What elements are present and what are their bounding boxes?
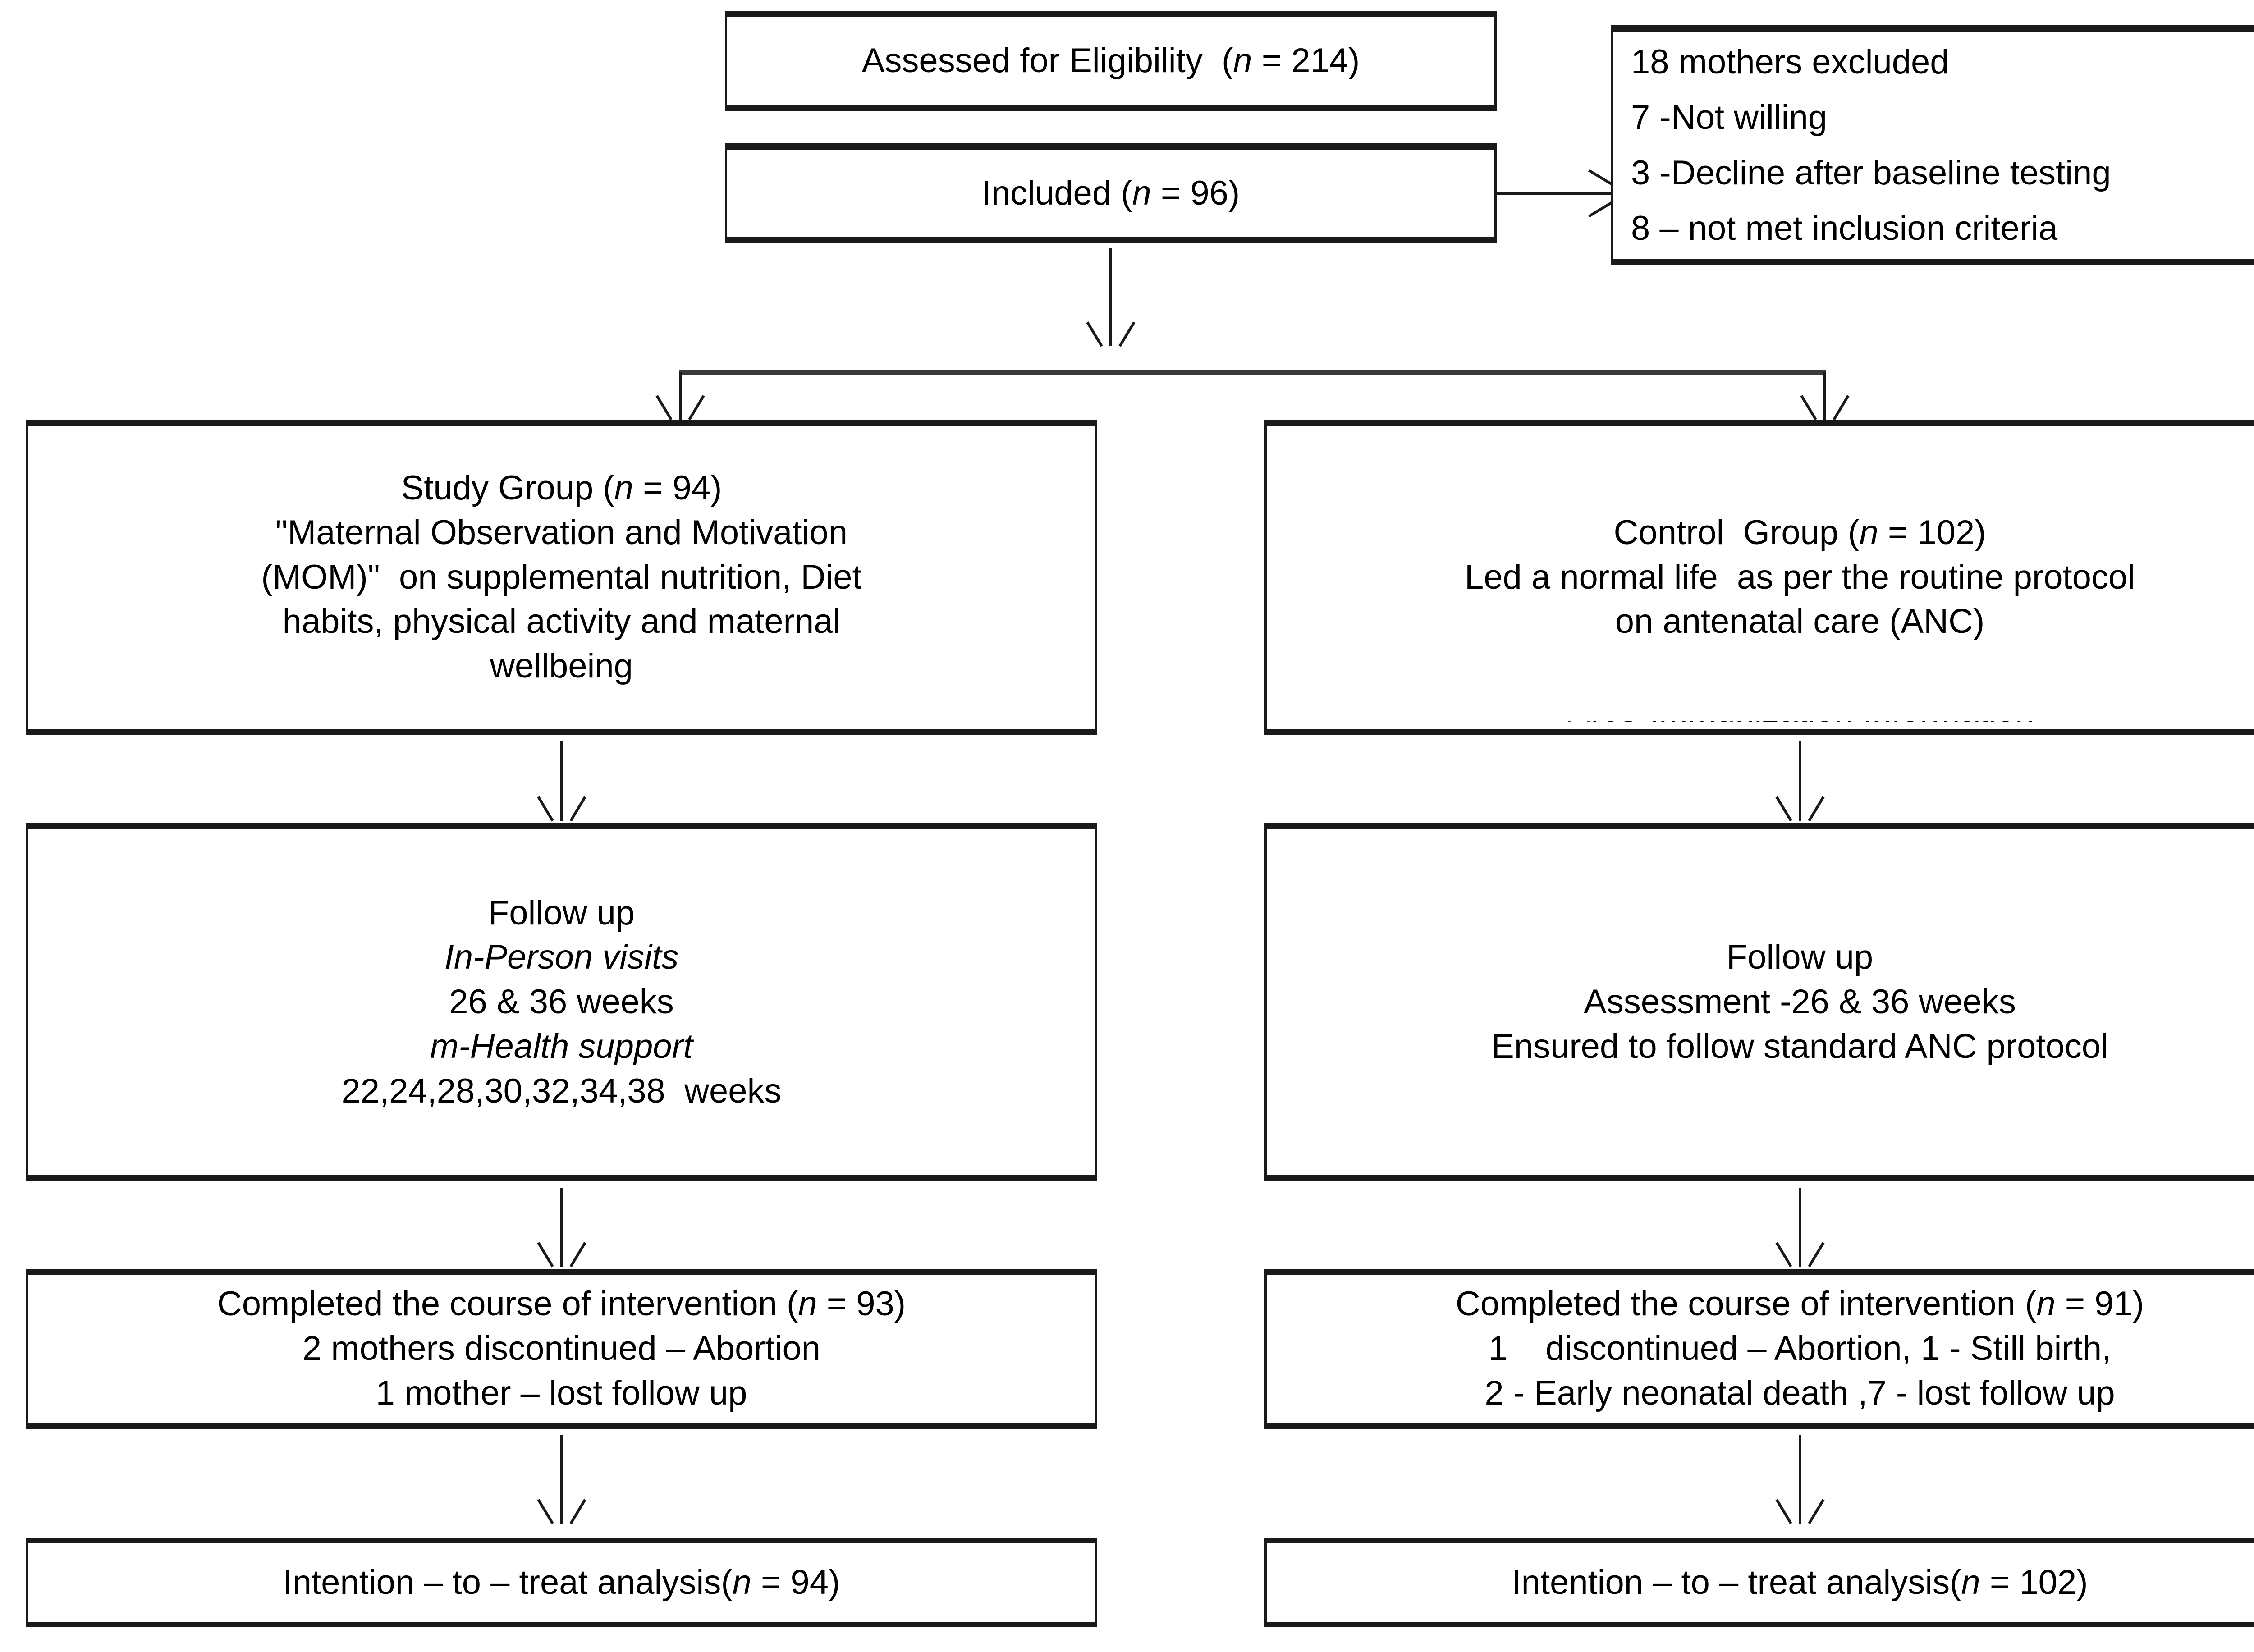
exclusion-line: 18 mothers excluded: [1631, 43, 1949, 81]
study-followup-line: 22,24,28,30,32,34,38 weeks: [341, 1071, 782, 1110]
splitter-bar: [679, 370, 1826, 375]
node-exclusions: 18 mothers excluded 7 -Not willing 3 -De…: [1611, 25, 2254, 265]
control-completed-title: Completed the course of intervention (n …: [1455, 1285, 2144, 1323]
n-symbol: n: [2036, 1285, 2056, 1323]
control-itt-label: Intention – to – treat analysis(n = 102): [1512, 1563, 2088, 1602]
study-completed-line: 2 mothers discontinued – Abortion: [302, 1329, 821, 1368]
n-symbol: n: [1961, 1563, 1980, 1602]
arrow-down-icon: [549, 793, 575, 821]
control-followup-line: Ensured to follow standard ANC protocol: [1491, 1027, 2108, 1066]
study-group-line: "Maternal Observation and Motivation: [275, 513, 848, 552]
node-assessed-for-eligibility: Assessed for Eligibility (n = 214): [725, 11, 1497, 111]
study-completed-title: Completed the course of intervention (n …: [217, 1285, 906, 1323]
control-followup-line: Assessment -26 & 36 weeks: [1584, 983, 2016, 1021]
connector-study-group-down: [560, 741, 563, 821]
arrow-down-icon: [549, 1496, 575, 1524]
node-included: Included (n = 96): [725, 143, 1497, 243]
included-label: Included (n = 96): [981, 174, 1240, 212]
arrow-down-icon: [549, 1239, 575, 1267]
connector-included-down: [1109, 248, 1112, 346]
study-group-line: habits, physical activity and maternal: [282, 602, 841, 641]
study-itt-label: Intention – to – treat analysis(n = 94): [283, 1563, 840, 1602]
study-followup-line: m-Health support: [430, 1027, 693, 1066]
study-followup-line: In-Person visits: [444, 938, 679, 977]
node-control-completed: Completed the course of intervention (n …: [1264, 1269, 2254, 1429]
study-group-line: wellbeing: [490, 647, 633, 686]
connector-study-followup-down: [560, 1188, 563, 1267]
n-symbol: n: [732, 1563, 751, 1602]
arrow-down-icon: [1787, 793, 1813, 821]
connector-control-followup-down: [1799, 1188, 1801, 1267]
arrow-down-icon: [1787, 1239, 1813, 1267]
study-completed-line: 1 mother – lost follow up: [376, 1373, 747, 1412]
node-study-group: Study Group (n = 94) "Maternal Observati…: [26, 420, 1097, 735]
node-study-itt: Intention – to – treat analysis(n = 94): [26, 1538, 1097, 1627]
arrow-right-icon: [1585, 180, 1612, 206]
exclusion-line: 8 – not met inclusion criteria: [1631, 209, 2058, 248]
control-completed-line: 2 - Early neonatal death ,7 - lost follo…: [1484, 1373, 2115, 1412]
connector-included-to-exclusions: [1497, 192, 1613, 195]
control-group-title: Control Group (n = 102): [1613, 513, 1986, 552]
connector-control-completed-down: [1799, 1435, 1801, 1524]
arrow-down-icon: [1098, 318, 1124, 346]
connector-study-completed-down: [560, 1435, 563, 1524]
arrow-down-icon: [1787, 1496, 1813, 1524]
control-group-line: on antenatal care (ANC): [1615, 602, 1985, 641]
n-symbol: n: [1132, 174, 1151, 212]
arrow-down-icon: [1812, 392, 1838, 420]
node-control-itt: Intention – to – treat analysis(n = 102): [1264, 1538, 2254, 1627]
study-followup-line: Follow up: [488, 893, 635, 932]
connector-control-group-down: [1799, 741, 1801, 821]
control-group-line: Led a normal life as per the routine pro…: [1464, 558, 2135, 596]
study-group-title: Study Group (n = 94): [401, 469, 722, 507]
n-symbol: n: [1859, 513, 1878, 552]
control-completed-line: 1 discontinued – Abortion, 1 - Still bir…: [1488, 1329, 2112, 1368]
node-control-group: Control Group (n = 102) Led a normal lif…: [1264, 420, 2254, 735]
exclusion-line: 7 -Not willing: [1631, 98, 1828, 137]
study-group-line: (MOM)" on supplemental nutrition, Diet: [261, 558, 862, 596]
node-study-completed: Completed the course of intervention (n …: [26, 1269, 1097, 1429]
node-study-followup: Follow up In-Person visits 26 & 36 weeks…: [26, 823, 1097, 1181]
n-symbol: n: [798, 1285, 817, 1323]
exclusion-line: 3 -Decline after baseline testing: [1631, 154, 2111, 192]
control-followup-line: Follow up: [1726, 938, 1874, 977]
n-symbol: n: [614, 469, 633, 507]
n-symbol: n: [1233, 41, 1252, 80]
node-control-followup: Follow up Assessment -26 & 36 weeks Ensu…: [1264, 823, 2254, 1181]
control-group-clipped-overlap-text: ANC Immunization Information: [1269, 721, 2254, 731]
assessed-label: Assessed for Eligibility (n = 214): [861, 41, 1360, 80]
study-followup-line: 26 & 36 weeks: [449, 983, 674, 1021]
arrow-down-icon: [667, 392, 693, 420]
